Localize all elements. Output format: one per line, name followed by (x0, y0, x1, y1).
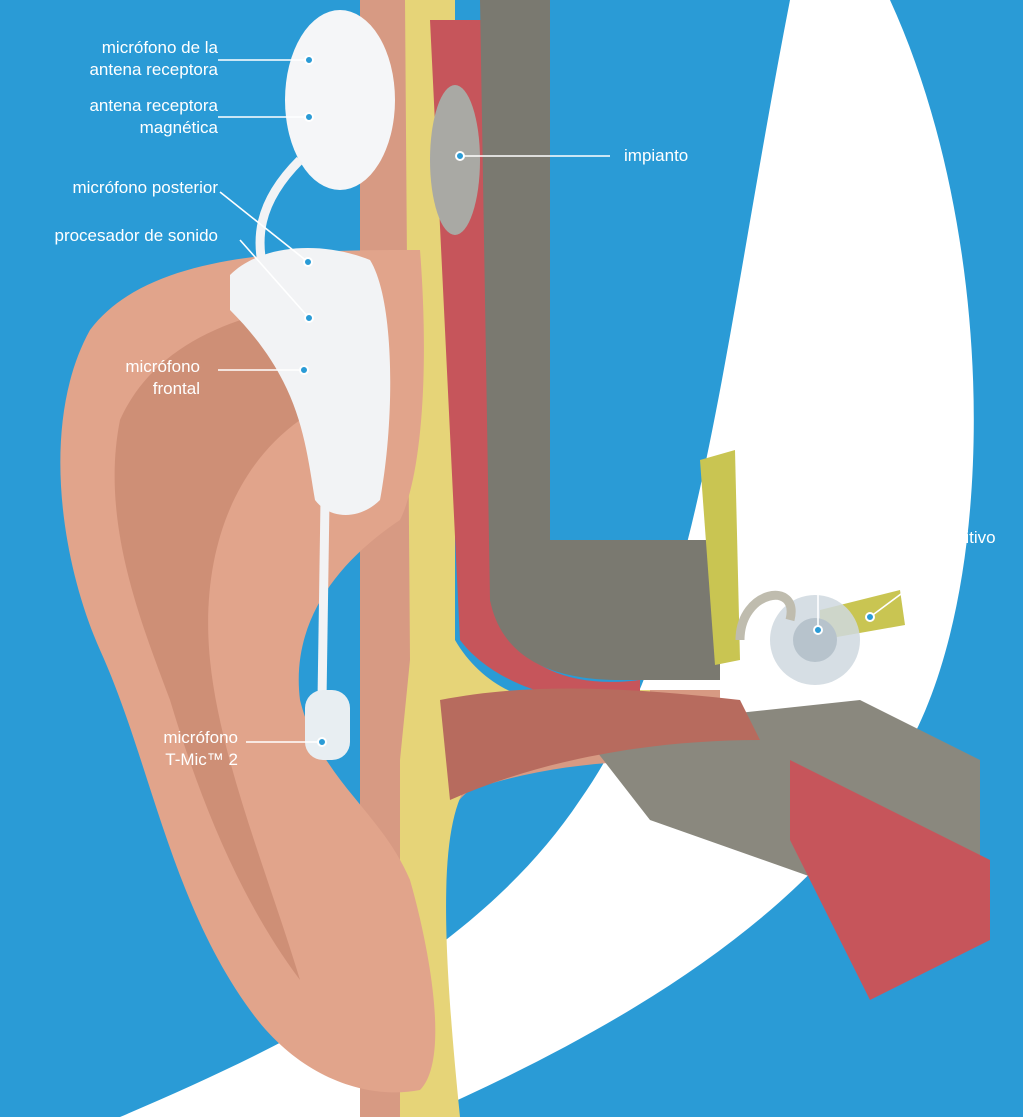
label-tmic: micrófono T-Mic™ 2 (163, 727, 238, 771)
label-implant: impianto (624, 145, 688, 167)
label-electrode-array: matriz de electrodos dentro de la cóclea (710, 371, 930, 437)
tmic-cable (322, 500, 325, 700)
label-rear-mic: micrófono posterior (72, 177, 218, 199)
cochlea-inner (793, 618, 837, 662)
label-antenna: antena receptora magnética (89, 95, 218, 139)
label-front-mic: micrófono frontal (125, 356, 200, 400)
label-processor: procesador de sonido (54, 225, 218, 247)
bone-layer (480, 0, 720, 680)
tmic-device (305, 690, 350, 760)
label-antenna-mic: micrófono de la antena receptora (89, 37, 218, 81)
label-auditory-nerve: nervio auditivo (886, 527, 996, 549)
implant (430, 85, 480, 235)
